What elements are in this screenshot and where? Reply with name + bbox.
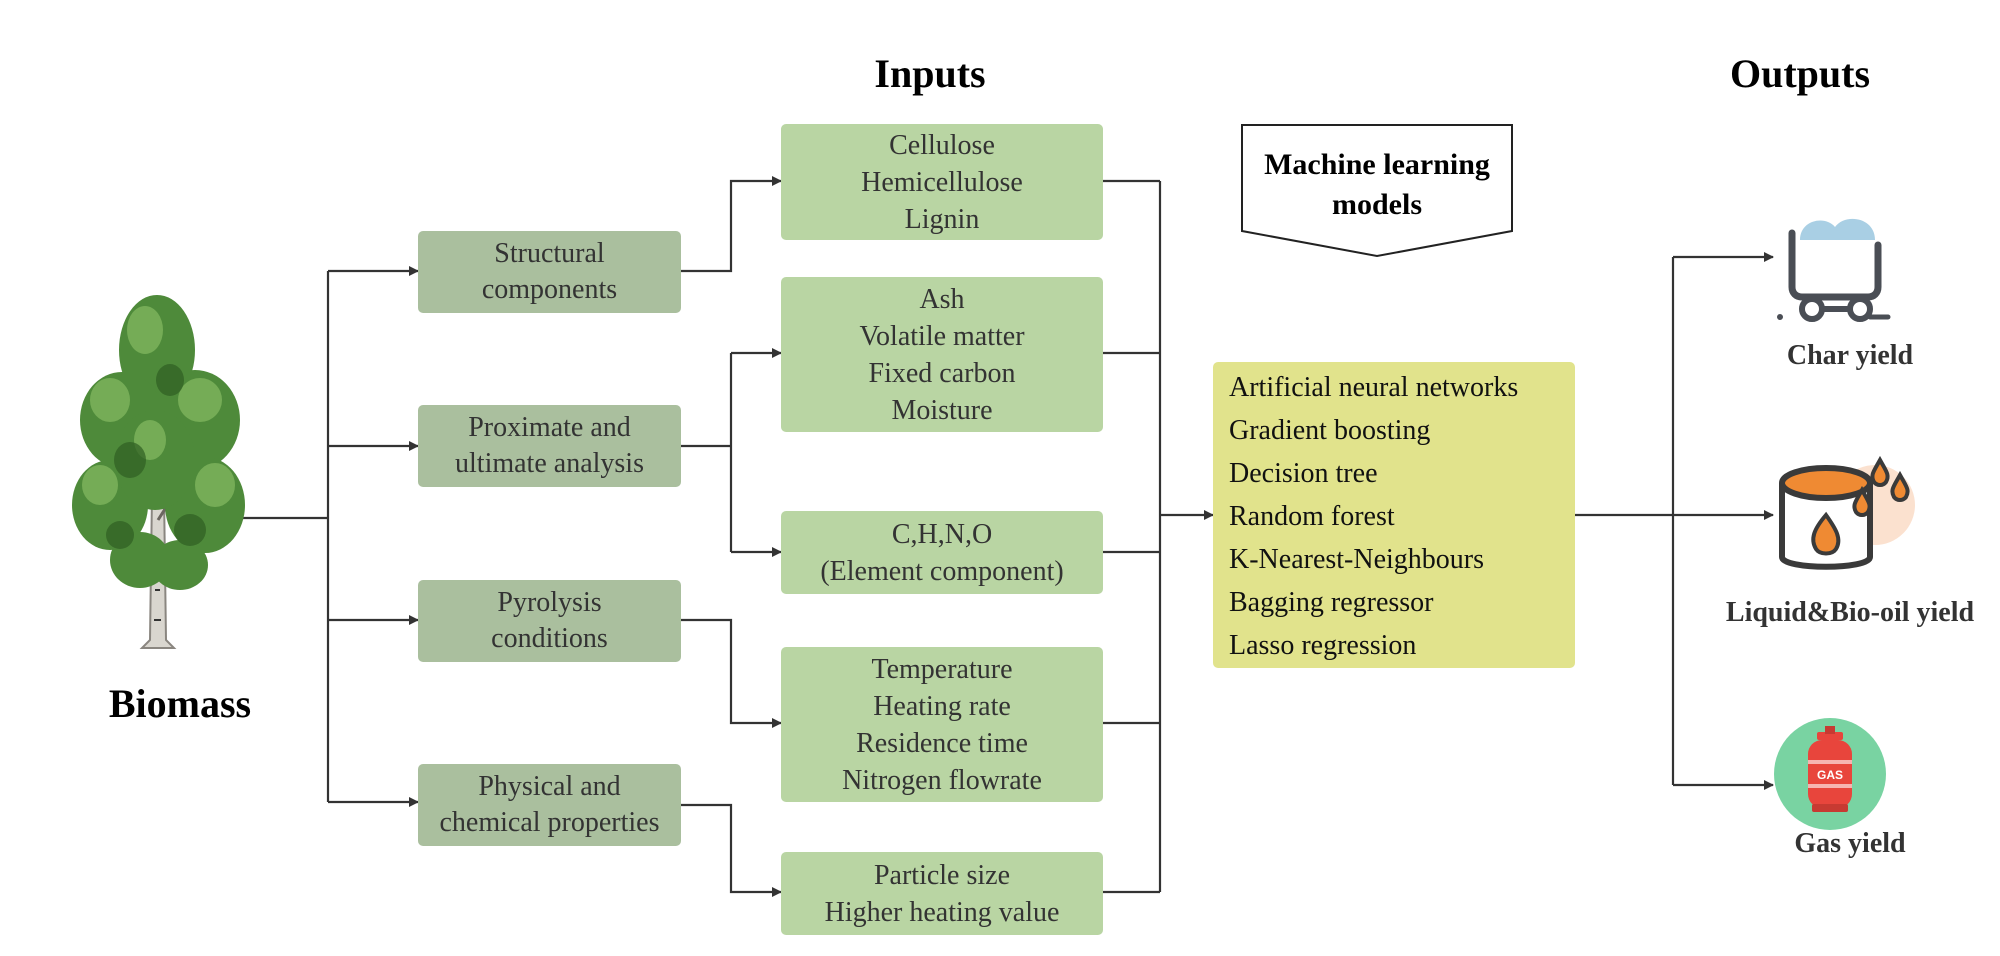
input-physical: Particle size Higher heating value [781, 852, 1103, 935]
category-physical: Physical and chemical properties [418, 764, 681, 846]
model-item: Decision tree [1229, 458, 1378, 489]
arrow-to-cellulose [681, 176, 782, 273]
tree-icon [72, 295, 245, 649]
input-ultimate: C,H,N,O (Element component) [781, 511, 1103, 594]
liquid-yield-label: Liquid&Bio-oil yield [1725, 597, 1975, 628]
gas-yield-label: Gas yield [1794, 828, 1906, 859]
ml-models-line1: Machine learning [1264, 148, 1490, 181]
category-proximate: Proximate and ultimate analysis [418, 405, 681, 487]
models-list: Artificial neural networks Gradient boos… [1213, 362, 1575, 668]
category-structural: Structural components [418, 231, 681, 313]
char-yield-label: Char yield [1786, 340, 1914, 371]
outputs-heading: Outputs [1729, 51, 1871, 96]
model-item: Bagging regressor [1229, 587, 1434, 618]
arrow-to-temperature [681, 618, 782, 728]
inputs-heading: Inputs [874, 51, 986, 96]
category-pyrolysis: Pyrolysis conditions [418, 580, 681, 662]
input-proximate: Ash Volatile matter Fixed carbon Moistur… [781, 277, 1103, 432]
ml-models-line2: models [1332, 188, 1422, 221]
coal-cart-icon [1777, 218, 1891, 322]
ml-models-callout: Machine learning models [1241, 124, 1513, 258]
model-item: Random forest [1229, 501, 1395, 532]
biomass-label: Biomass [108, 681, 252, 726]
arrow-to-particle [681, 803, 782, 897]
input-pyrolysis: Temperature Heating rate Residence time … [781, 647, 1103, 802]
svg-text:GAS: GAS [1817, 768, 1843, 782]
model-item: K-Nearest-Neighbours [1229, 544, 1485, 575]
model-item: Lasso regression [1229, 630, 1417, 661]
oil-barrel-icon [1779, 455, 1915, 570]
gas-cylinder-icon: GAS [1774, 718, 1886, 830]
model-item: Gradient boosting [1229, 415, 1431, 446]
input-structural: Cellulose Hemicellulose Lignin [781, 124, 1103, 240]
model-item: Artificial neural networks [1229, 372, 1519, 403]
